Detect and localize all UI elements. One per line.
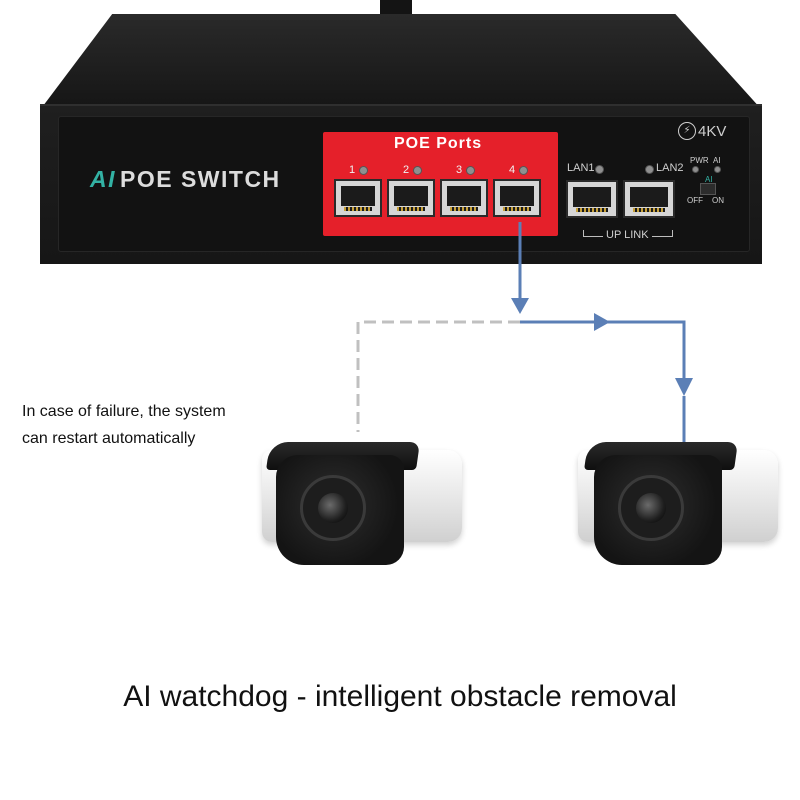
uplink-label: UP LINK (603, 229, 652, 241)
port-led-1 (359, 166, 368, 175)
lightning-icon: ⚡ (678, 122, 696, 140)
port-led-3 (466, 166, 475, 175)
switch-on-label: ON (712, 196, 724, 205)
lan2-led (645, 165, 654, 174)
active-connection-right (520, 320, 686, 378)
brand-ai-text: AI (90, 166, 116, 192)
surge-rating: ⚡ 4KV (678, 122, 726, 140)
arrow-right (594, 313, 610, 331)
port-number-4: 4 (509, 164, 516, 176)
lan1-led (595, 165, 604, 174)
poe-ports-title: POE Ports (394, 135, 483, 152)
switch-top-cover (40, 14, 762, 110)
brand-name-text: POE SWITCH (120, 166, 281, 192)
poe-port-2[interactable] (387, 179, 435, 217)
failure-note-line-1: In case of failure, the system (22, 403, 226, 420)
lan2-port[interactable] (623, 180, 675, 218)
ai-toggle-switch[interactable] (700, 183, 716, 195)
port-led-2 (413, 166, 422, 175)
poe-port-3[interactable] (440, 179, 488, 217)
camera-right-lens (636, 493, 666, 523)
failure-note: In case of failure, the system can resta… (22, 398, 226, 452)
lan2-label: LAN2 (656, 162, 684, 174)
port-number-2: 2 (403, 164, 410, 176)
failed-connection-line (356, 320, 520, 432)
pwr-led (692, 166, 699, 173)
port-number-3: 3 (456, 164, 463, 176)
ai-switch-label: AI (705, 175, 713, 184)
switch-off-label: OFF (687, 196, 703, 205)
lan1-label: LAN1 (567, 162, 595, 174)
arrow-down-1 (511, 298, 529, 314)
port-number-1: 1 (349, 164, 356, 176)
camera-left-lens (318, 493, 348, 523)
port-led-4 (519, 166, 528, 175)
pwr-label: PWR (690, 156, 709, 165)
poe-port-4[interactable] (493, 179, 541, 217)
failure-note-line-2: can restart automatically (22, 430, 196, 447)
caption: AI watchdog - intelligent obstacle remov… (123, 680, 677, 713)
ai-led (714, 166, 721, 173)
surge-rating-label: 4KV (698, 122, 727, 140)
arrow-down-2 (675, 378, 693, 396)
poe-port-1[interactable] (334, 179, 382, 217)
lan1-port[interactable] (566, 180, 618, 218)
ai-indicator-label: AI (713, 156, 721, 165)
